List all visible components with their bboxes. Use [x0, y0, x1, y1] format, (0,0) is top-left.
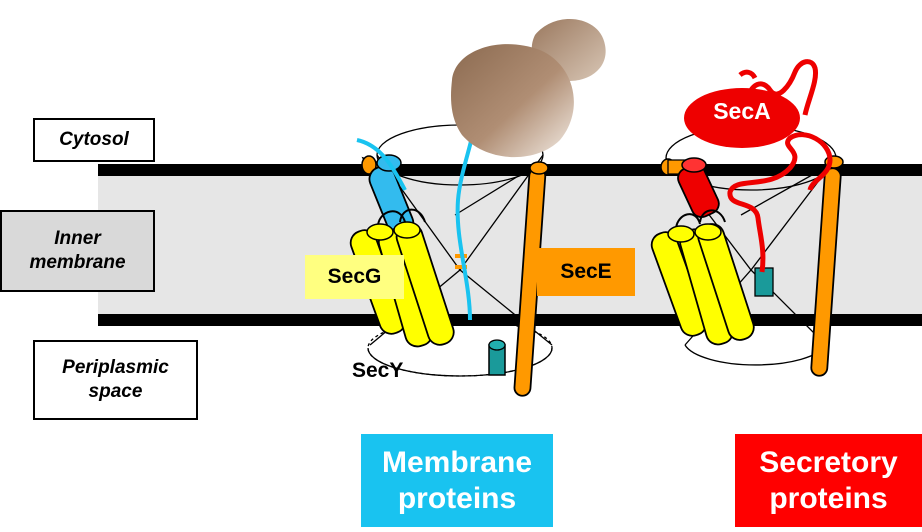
periplasmic-space-label: Periplasmic space — [33, 340, 198, 420]
translocon-right — [650, 59, 844, 377]
inner-membrane-band — [98, 164, 922, 326]
secy-label: SecY — [352, 359, 404, 382]
secg-label: SecG — [305, 255, 404, 299]
ribosome — [451, 18, 606, 158]
membrane-proteins-box: Membrane proteins — [361, 434, 553, 527]
cytosol-text: Cytosol — [59, 129, 129, 151]
secg-text: SecG — [327, 265, 382, 288]
inner-membrane-text: Inner membrane — [29, 228, 126, 273]
periplasmic-space-text: Periplasmic space — [62, 357, 169, 402]
secy-helices-right — [650, 209, 755, 346]
seca-blob — [684, 88, 800, 148]
seca-label: SecA — [713, 98, 771, 124]
secg-helix — [368, 154, 415, 237]
secretory-proteins-box: Secretory proteins — [735, 434, 922, 527]
inner-membrane-label: Inner membrane — [0, 210, 155, 292]
membrane-proteins-text: Membrane proteins — [381, 445, 533, 515]
cytosol-label: Cytosol — [33, 118, 155, 162]
secretory-proteins-text: Secretory proteins — [759, 445, 898, 515]
sece-label: SecE — [537, 248, 635, 296]
sece-text: SecE — [560, 260, 612, 283]
seca-helix — [677, 157, 720, 218]
